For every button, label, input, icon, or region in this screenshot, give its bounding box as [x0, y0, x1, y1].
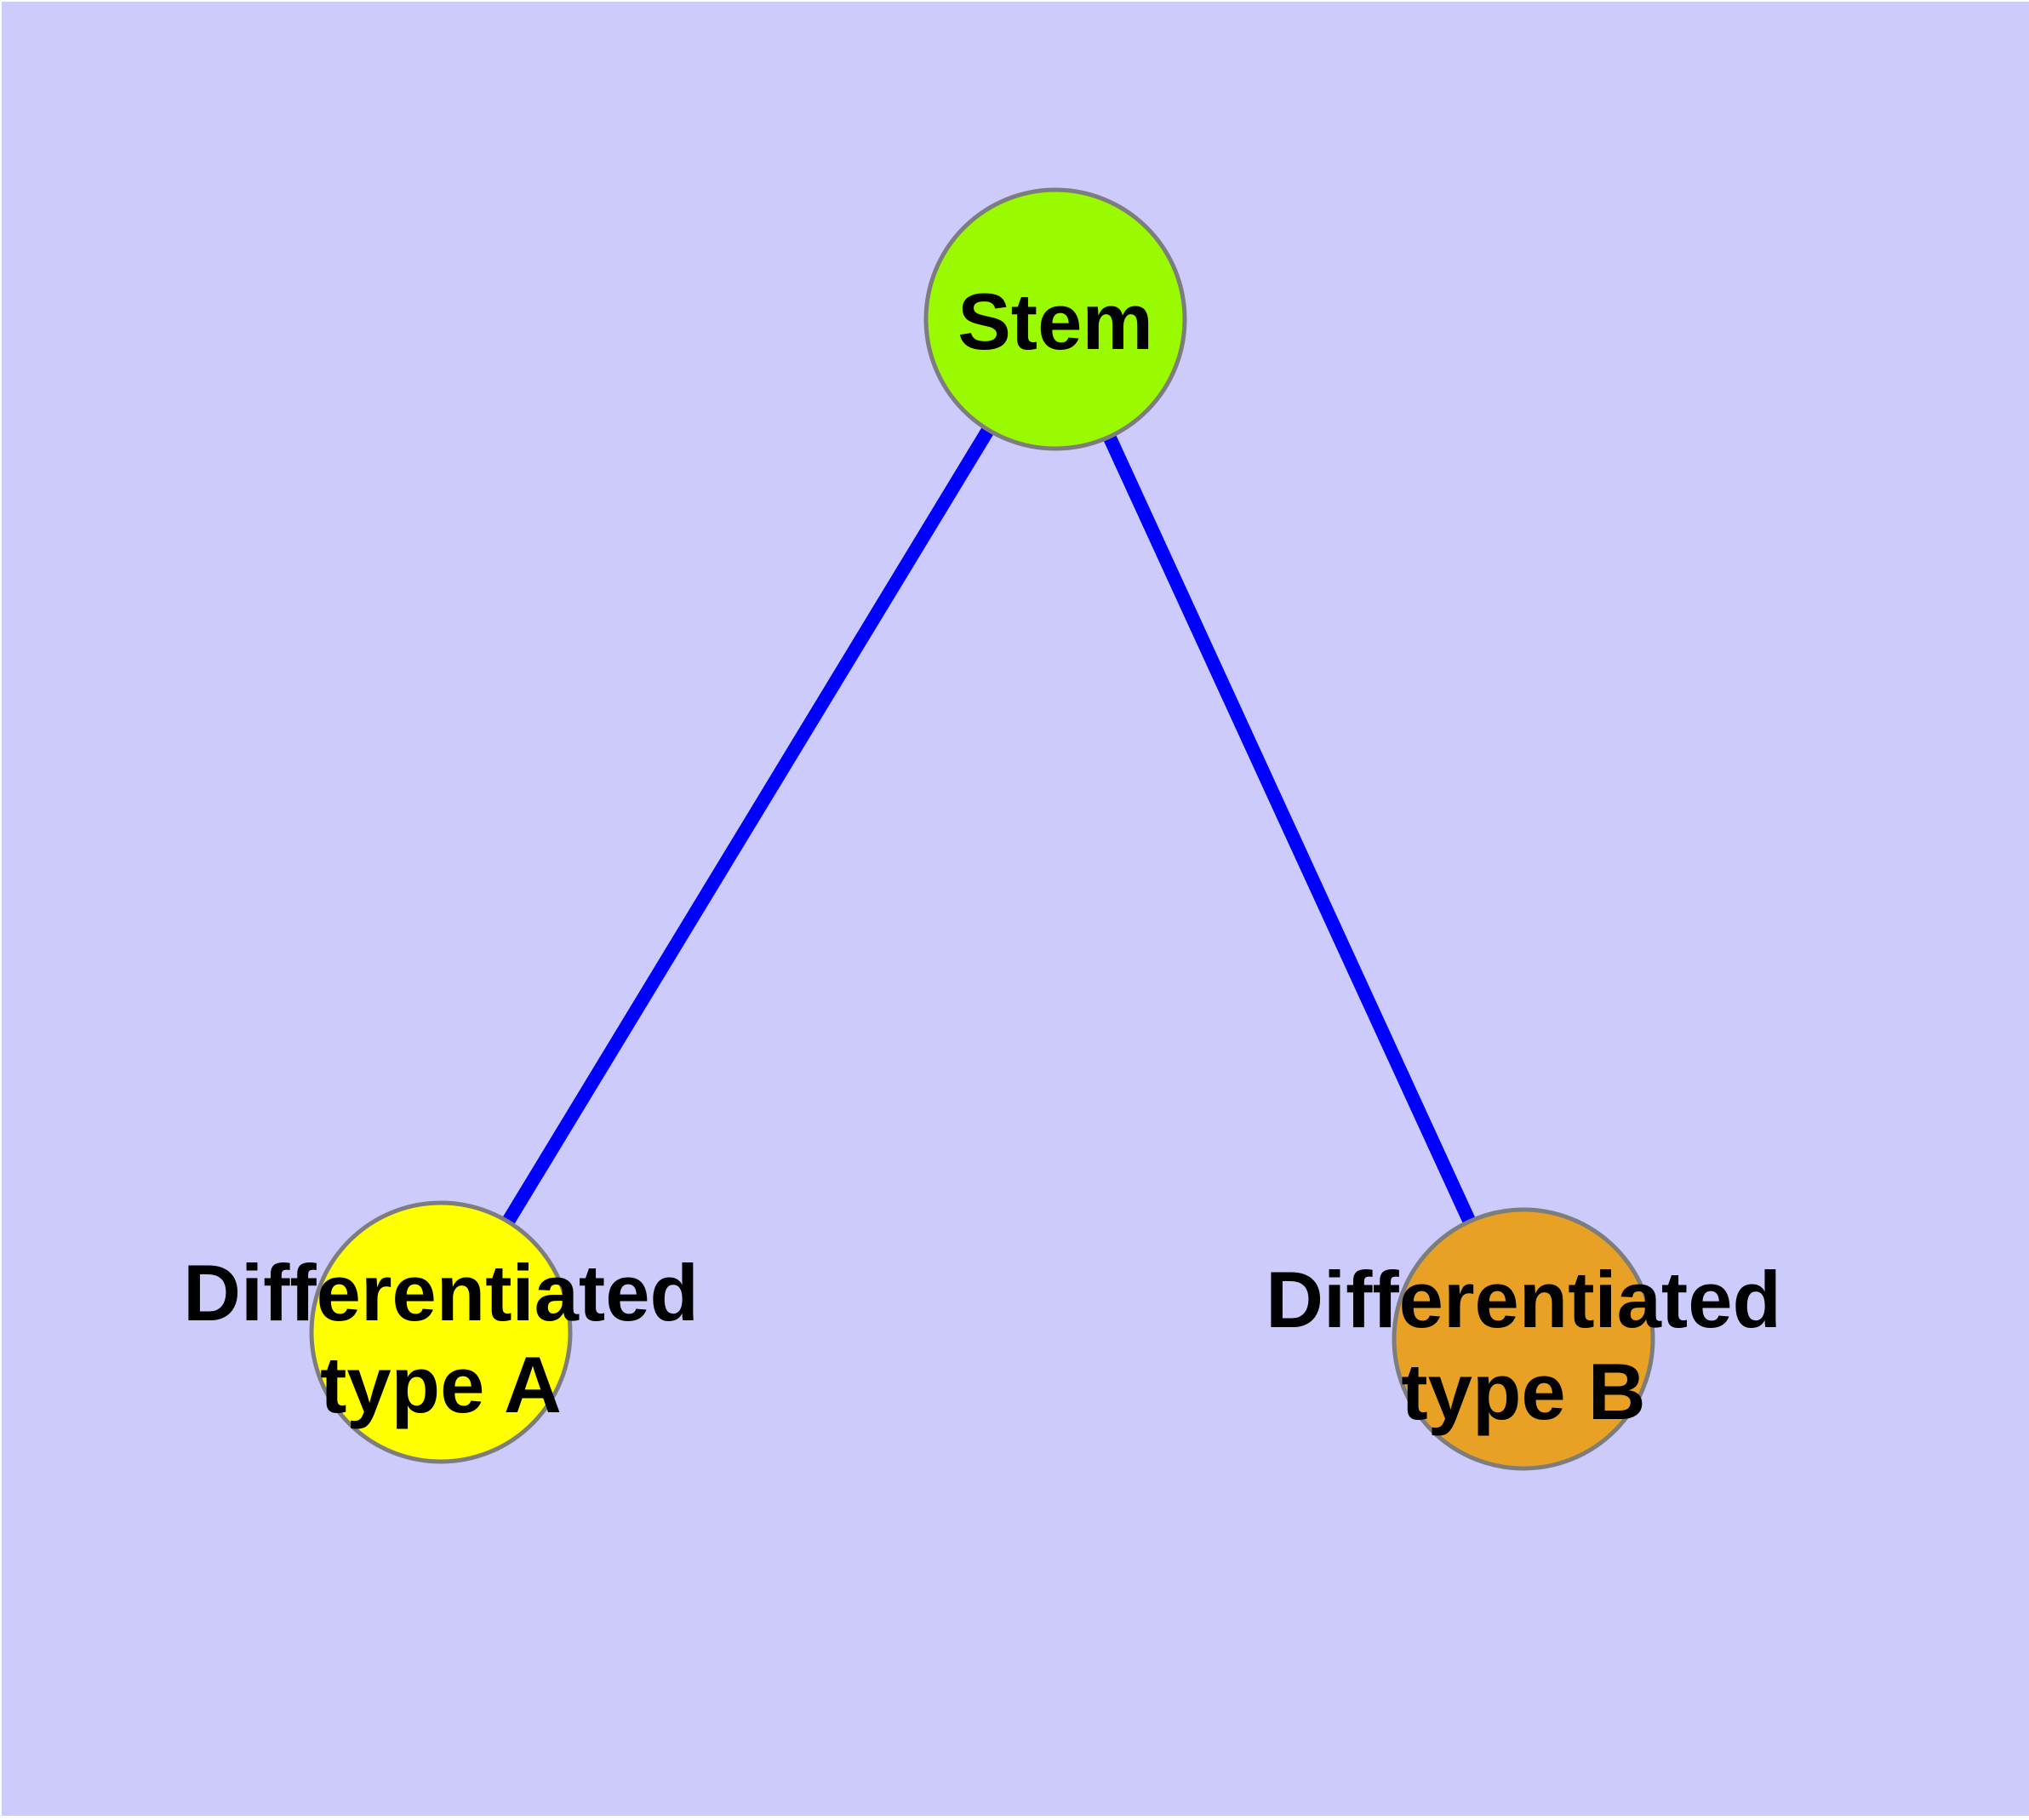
- node-type-a-label-line-1: Differentiated: [183, 1248, 699, 1337]
- node-type-b-label-line-1: Differentiated: [1266, 1255, 1781, 1344]
- node-differentiated-type-a: [309, 1200, 573, 1464]
- node-type-b-label-line-2: type B: [1401, 1347, 1645, 1436]
- edge-stem-to-type-b: [1049, 316, 1530, 1342]
- edge-stem-to-type-a: [435, 315, 1061, 1336]
- node-stem-label: Stem: [957, 277, 1153, 366]
- node-stem: [923, 187, 1187, 451]
- node-differentiated-type-b: [1392, 1207, 1655, 1471]
- node-type-a-label-line-2: type A: [320, 1340, 562, 1429]
